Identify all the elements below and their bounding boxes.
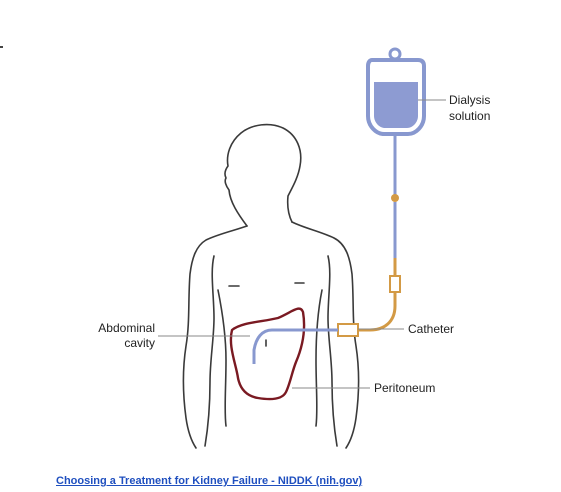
leader-lines [158,99,446,389]
peritoneum-outline [229,307,306,401]
dialysis-bag [366,47,426,136]
dialysis-label-line2: solution [449,109,490,123]
abdominal-label-line1: Abdominal [98,321,155,335]
head-outline [224,123,302,227]
abdominal-catheter [252,328,338,364]
catheter-tube [350,292,397,332]
right-inner-arm [327,255,338,447]
right-flank [315,289,323,427]
catheter-cuff [337,323,359,337]
left-torso-outline [182,225,248,449]
dialysis-label-line1: Dialysis [449,93,490,107]
tube-clamp-dot [391,194,399,202]
abdominal-label-line2: cavity [124,336,155,350]
peritoneal-dialysis-diagram: Dialysis solution Abdominal cavity Cathe… [98,47,490,449]
bag-hanger-ring [388,47,402,61]
catheter-label: Catheter [408,322,454,336]
human-body-outline [182,123,360,449]
right-torso-outline [291,221,360,449]
bag-solution-fill [374,82,418,128]
corner-mark [0,46,3,48]
left-flank [217,289,227,427]
source-link[interactable]: Choosing a Treatment for Kidney Failure … [56,475,363,487]
peritoneum-label: Peritoneum [374,381,435,395]
tube-connector [389,275,401,293]
left-inner-arm [204,255,215,447]
